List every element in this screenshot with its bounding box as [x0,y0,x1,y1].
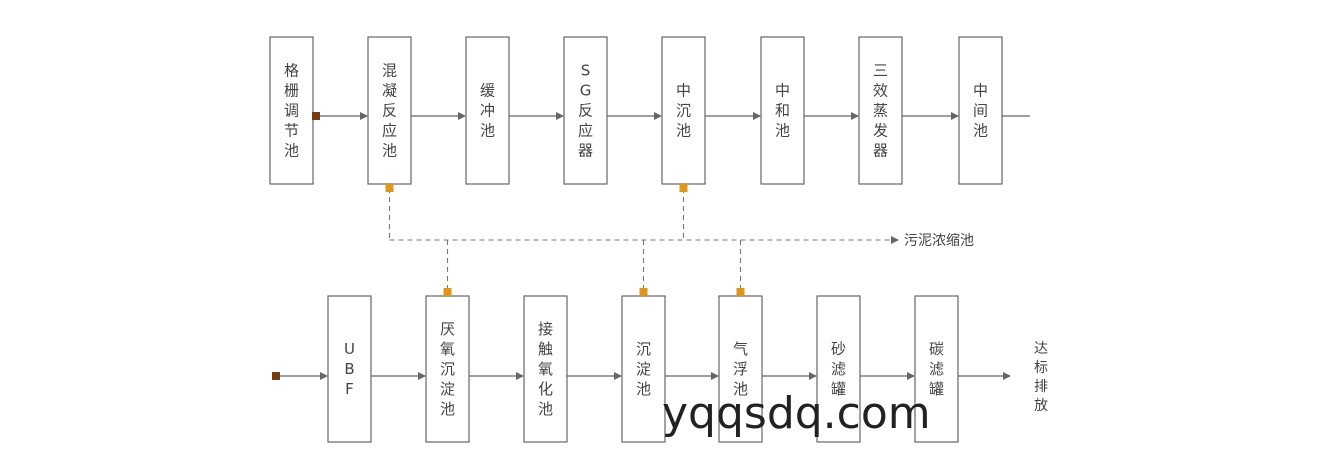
top-box-t6-char: 和 [775,102,790,120]
top-box-t1-char: 节 [284,122,299,140]
sludge-thickener-label: 污泥浓缩池 [904,233,974,249]
top-box-t7-char: 蒸 [873,102,888,120]
top-box-t4-char: 应 [578,122,593,140]
top-box-t3-char: 冲 [480,102,495,120]
top-box-t2 [367,36,412,185]
bottom-box-b1-char: B [344,360,354,378]
bottom-box-b3-char: 触 [538,340,553,358]
bottom-box-b3-char: 氧 [538,360,553,378]
top-box-t6-char: 中 [775,82,790,100]
top-box-t1-char: 栅 [284,82,299,100]
top-box-t1-char: 池 [284,142,299,160]
bottom-box-b6-char: 罐 [831,380,846,398]
top-box-t4-char: 反 [578,102,593,120]
top-box-t5-char: 中 [676,82,691,100]
top-box-t4-char: S [581,62,591,80]
top-box-t1 [269,36,314,185]
discharge-label-char: 放 [1034,398,1048,414]
port-markers [272,112,745,380]
top-box-t7-char: 效 [873,82,888,100]
bottom-box-b3-char: 池 [538,400,553,418]
top-box-t3 [465,36,510,185]
top-box-t4-char: 器 [578,142,593,160]
top-box-t5-char: 沉 [676,102,691,120]
bottom-box-b7-char: 罐 [929,380,944,398]
bottom-box-b7 [914,295,959,443]
bottom-box-b2-char: 沉 [440,360,455,378]
bottom-box-b1 [327,295,372,443]
top-box-t7 [858,36,903,185]
top-box-t2-char: 反 [382,102,397,120]
bottom-box-b2-char: 池 [440,400,455,418]
connection-lines [279,112,1030,380]
bottom-box-b4-char: 淀 [636,360,651,378]
top-box-t3-char: 池 [480,122,495,140]
bottom-box-b6 [816,295,861,443]
top-box-t8-char: 间 [973,102,988,120]
top-box-t5-char: 池 [676,122,691,140]
bottom-box-b4-char: 池 [636,380,651,398]
process-boxes: 格栅调节池混凝反应池缓冲池SG反应器中沉池中和池三效蒸发器中间池UBF厌氧沉淀池… [269,36,1003,443]
top-box-t2-char: 混 [382,62,397,80]
bottom-box-b6-char: 砂 [831,340,846,358]
bottom-box-b1-char: F [345,380,354,398]
bottom-box-b4 [621,295,666,443]
top-box-t4-char: G [580,82,592,100]
top-box-t8-char: 中 [973,82,988,100]
bottom-box-b3-char: 接 [538,320,553,338]
sludge-port-marker [639,288,648,296]
sludge-port-marker [443,288,452,296]
bottom-box-b5-char: 气 [733,340,748,358]
bottom-box-b4-char: 沉 [636,340,651,358]
top-box-t4 [563,36,608,185]
top-box-t8-char: 池 [973,122,988,140]
discharge-label-char: 排 [1034,379,1048,395]
bottom-box-b6-char: 滤 [831,360,846,378]
bottom-box-b5-char: 池 [733,380,748,398]
top-box-t2-char: 应 [382,122,397,140]
top-box-t8 [958,36,1003,185]
bottom-box-b1-char: U [344,340,355,358]
top-box-t1-char: 调 [284,102,299,120]
top-box-t5 [661,36,706,185]
top-box-t7-char: 三 [873,62,888,80]
top-box-t2-char: 凝 [382,82,397,100]
top-box-t2-char: 池 [382,142,397,160]
top-box-t7-char: 发 [873,122,888,140]
sludge-port-marker [736,288,745,296]
discharge-label: 达标排放 [1034,341,1048,414]
bottom-box-b7-char: 滤 [929,360,944,378]
bottom-box-b2-char: 厌 [440,320,455,338]
bottom-box-b2-char: 氧 [440,340,455,358]
top-box-t6 [760,36,805,185]
top-box-t7-char: 器 [873,142,888,160]
sludge-port-marker [679,184,688,192]
inflow-marker [312,112,320,120]
top-box-t6-char: 池 [775,122,790,140]
top-box-t3-char: 缓 [480,82,495,100]
inflow-marker [272,372,280,380]
discharge-label-char: 达 [1034,341,1048,357]
bottom-box-b3 [523,295,568,443]
bottom-box-b2 [425,295,470,443]
bottom-box-b5-char: 浮 [733,360,748,378]
bottom-box-b3-char: 化 [538,380,553,398]
sludge-port-marker [385,184,394,192]
top-box-t1-char: 格 [284,62,299,80]
bottom-box-b7-char: 碳 [929,340,944,358]
watermark: yqqsdq.com [662,388,931,439]
bottom-box-b2-char: 淀 [440,380,455,398]
discharge-label-char: 标 [1034,360,1048,376]
